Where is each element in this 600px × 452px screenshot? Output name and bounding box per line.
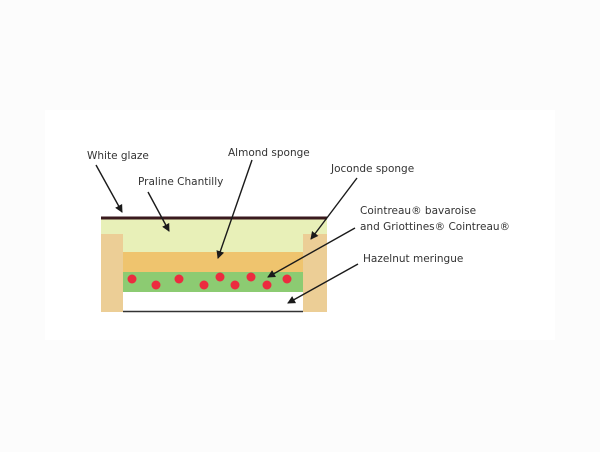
joconde-sponge-left xyxy=(101,234,123,312)
cherry-dot xyxy=(127,274,137,284)
label-cointreau-bavaroise: Cointreau® bavaroise xyxy=(360,205,476,217)
cherry-dot xyxy=(215,272,225,282)
arrow-white-glaze xyxy=(95,164,123,213)
arrow-almond-sponge xyxy=(216,159,253,259)
praline-chantilly-layer xyxy=(101,219,327,252)
cherry-dot xyxy=(246,272,256,282)
label-joconde-sponge: Joconde sponge xyxy=(330,163,414,175)
arrow-praline-chantilly xyxy=(147,191,170,232)
label-praline-chantilly: Praline Chantilly xyxy=(138,176,223,188)
arrows xyxy=(95,159,359,304)
griottine-cherries xyxy=(127,272,292,290)
cherry-dot xyxy=(230,280,240,290)
label-white-glaze: White glaze xyxy=(87,150,149,162)
bavaroise-layer xyxy=(123,272,303,292)
cherry-dot xyxy=(174,274,184,284)
arrow-bavaroise xyxy=(267,227,356,278)
cherry-dot xyxy=(199,280,209,290)
white-glaze-layer xyxy=(101,216,327,220)
joconde-sponge-right xyxy=(303,234,327,312)
hazelnut-meringue-layer xyxy=(123,292,303,311)
label-griottines-cointreau: and Griottines® Cointreau® xyxy=(360,221,510,233)
label-hazelnut-meringue: Hazelnut meringue xyxy=(363,253,463,265)
cherry-dot xyxy=(282,274,292,284)
cherry-dot xyxy=(151,280,161,290)
label-almond-sponge: Almond sponge xyxy=(228,147,310,159)
cherry-dot xyxy=(262,280,272,290)
almond-sponge-layer xyxy=(123,252,303,272)
arrow-joconde-sponge xyxy=(310,177,358,240)
arrow-hazelnut-meringue xyxy=(287,263,359,304)
